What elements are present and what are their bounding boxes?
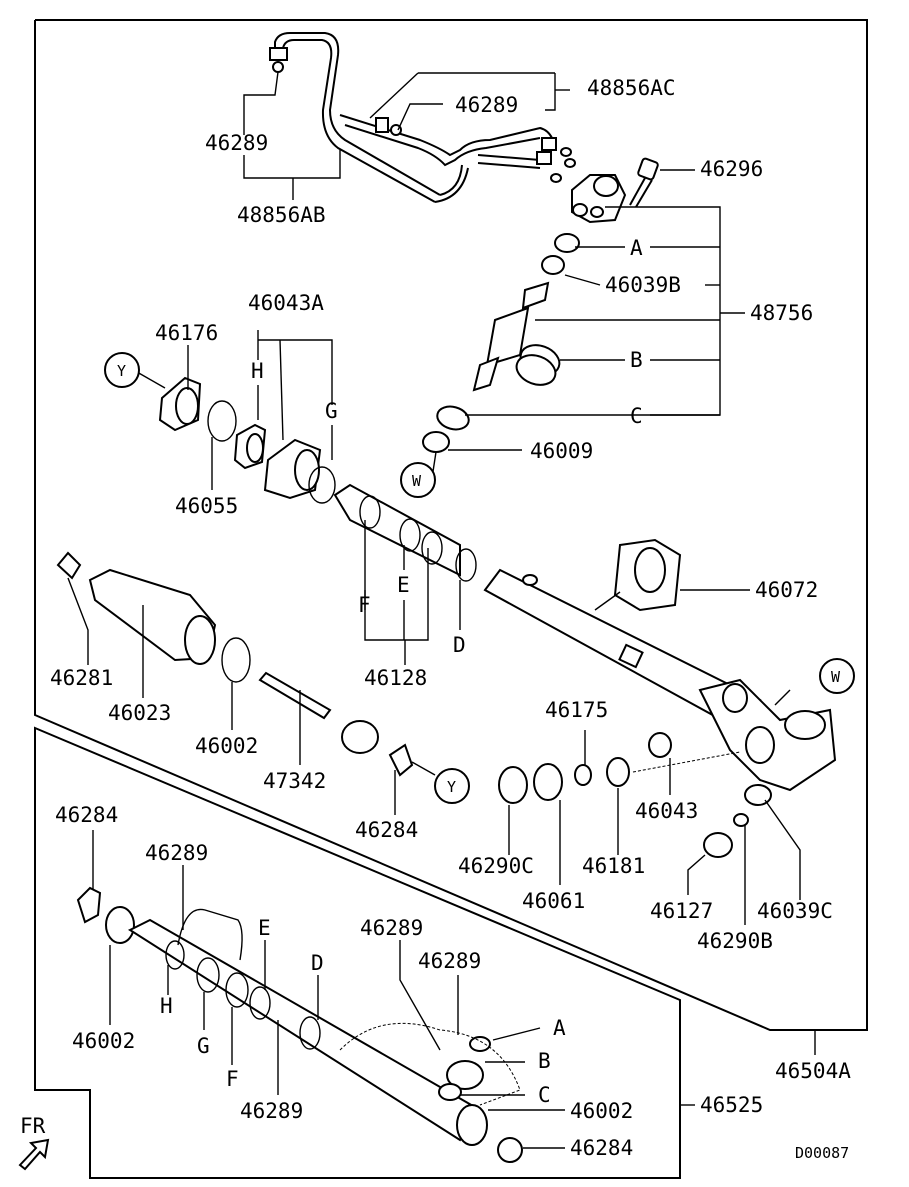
assembly-frame-46504A [34, 19, 868, 1031]
label-G-top: G [325, 399, 338, 423]
label-F-bottom: F [226, 1067, 239, 1091]
label-E-top: E [397, 573, 410, 597]
label-46525: 46525 [700, 1093, 763, 1117]
front-arrow-icon [18, 1138, 50, 1171]
label-46055: 46055 [175, 494, 238, 518]
label-C-top: C [630, 404, 643, 428]
label-46002-c: 46002 [570, 1099, 633, 1123]
label-46284-a: 46284 [355, 818, 418, 842]
label-46181: 46181 [582, 854, 645, 878]
label-46289-e: 46289 [418, 949, 481, 973]
label-46504A: 46504A [775, 1059, 851, 1083]
label-Y-right: Y [447, 778, 456, 796]
label-46284-c: 46284 [570, 1136, 633, 1160]
label-46127: 46127 [650, 899, 713, 923]
front-indicator-label: FR [20, 1114, 46, 1138]
rack-housing [333, 483, 837, 792]
label-46009: 46009 [530, 439, 593, 463]
label-A-bottom: A [553, 1016, 566, 1040]
assembly-frame-46525 [34, 726, 681, 1179]
label-F-top: F [358, 593, 371, 617]
label-W-right: W [831, 668, 841, 686]
label-46002-b: 46002 [72, 1029, 135, 1053]
diagram-id: D00087 [795, 1144, 849, 1162]
label-G-bottom: G [197, 1034, 210, 1058]
label-46176: 46176 [155, 321, 218, 345]
label-W-top: W [412, 472, 422, 490]
boot-and-tierod [56, 551, 414, 777]
label-46072: 46072 [755, 578, 818, 602]
seal-parts-left [158, 376, 336, 504]
label-A-top: A [630, 236, 643, 260]
label-D-bottom: D [311, 951, 324, 975]
label-D-top: D [453, 633, 466, 657]
reference-circles [104, 352, 855, 804]
label-46290C: 46290C [458, 854, 534, 878]
label-46289-d: 46289 [360, 916, 423, 940]
label-H-top: H [251, 359, 264, 383]
label-46296: 46296 [700, 157, 763, 181]
label-46002-a: 46002 [195, 734, 258, 758]
adjuster-parts [498, 732, 772, 858]
label-46289-c: 46289 [145, 841, 208, 865]
label-46175: 46175 [545, 698, 608, 722]
label-B-top: B [630, 348, 643, 372]
label-Y-left: Y [117, 362, 126, 380]
label-46289-a: 46289 [455, 93, 518, 117]
label-46023: 46023 [108, 701, 171, 725]
valve-housing [571, 157, 659, 224]
label-46281: 46281 [50, 666, 113, 690]
label-B-bottom: B [538, 1049, 551, 1073]
label-46289-f: 46289 [240, 1099, 303, 1123]
label-46284-b: 46284 [55, 803, 118, 827]
label-46128: 46128 [364, 666, 427, 690]
label-46289-b: 46289 [205, 131, 268, 155]
label-47342: 47342 [263, 769, 326, 793]
label-46043: 46043 [635, 799, 698, 823]
pinion-shaft [422, 233, 580, 453]
rack-housing-assembly [76, 886, 523, 1163]
label-46043A: 46043A [248, 291, 324, 315]
label-48856AB: 48856AB [237, 203, 326, 227]
label-H-bottom: H [160, 994, 173, 1018]
label-46290B: 46290B [697, 929, 773, 953]
label-46061: 46061 [522, 889, 585, 913]
label-46039B: 46039B [605, 273, 681, 297]
label-46039C: 46039C [757, 899, 833, 923]
pressure-tubes [269, 32, 576, 203]
label-48756: 48756 [750, 301, 813, 325]
label-C-bottom: C [538, 1083, 551, 1107]
label-48856AC: 48856AC [587, 76, 676, 100]
label-E-bottom: E [258, 916, 271, 940]
